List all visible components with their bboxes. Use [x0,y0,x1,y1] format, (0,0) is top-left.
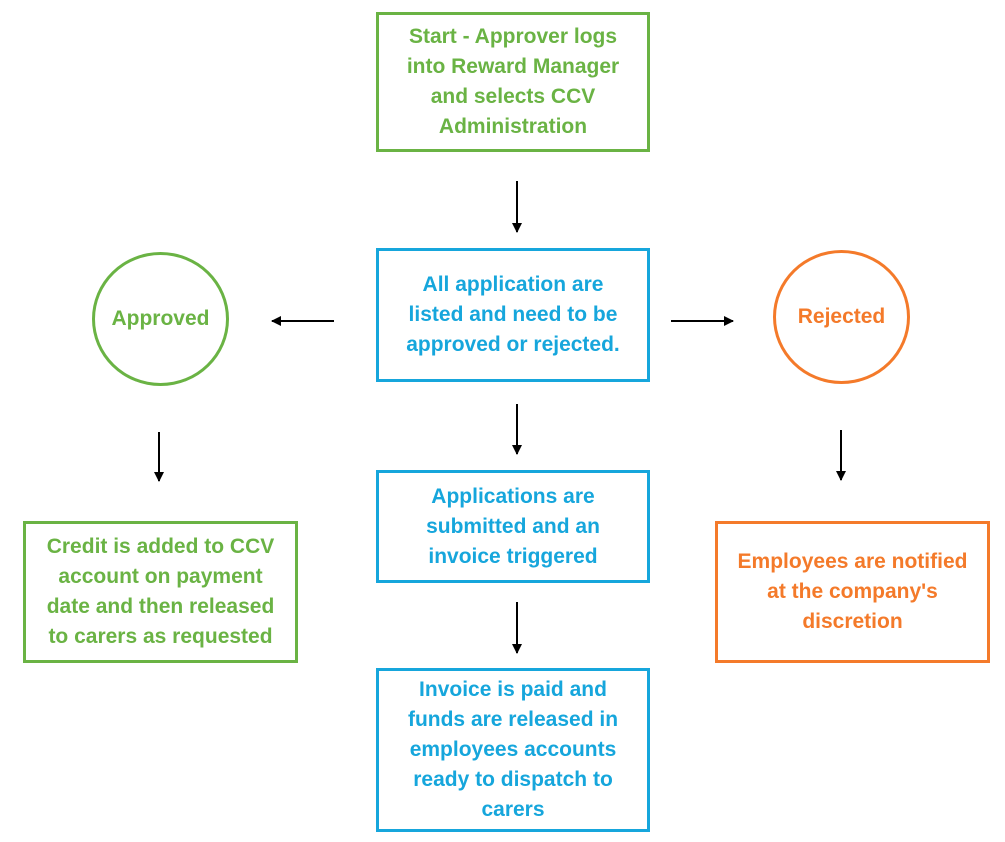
approved-circle: Approved [92,252,229,386]
notified-step-box: Employees are notified at the company's … [715,521,990,663]
submitted-step-text: Applications are submitted and an invoic… [426,484,600,568]
paid-step-box: Invoice is paid and funds are released i… [376,668,650,832]
listed-step-box: All application are listed and need to b… [376,248,650,382]
start-step-text: Start - Approver logs into Reward Manage… [406,25,620,138]
listed-step-text: All application are listed and need to b… [406,273,620,356]
credit-step-box: Credit is added to CCV account on paymen… [23,521,298,663]
start-step-box: Start - Approver logs into Reward Manage… [376,12,650,152]
rejected-circle: Rejected [773,250,910,384]
credit-step-text: Credit is added to CCV account on paymen… [46,535,275,648]
notified-step-text: Employees are notified at the company's … [737,550,968,633]
submitted-step-box: Applications are submitted and an invoic… [376,470,650,583]
rejected-label: Rejected [797,305,886,328]
paid-step-text: Invoice is paid and funds are released i… [407,678,619,821]
approved-label: Approved [111,307,210,330]
